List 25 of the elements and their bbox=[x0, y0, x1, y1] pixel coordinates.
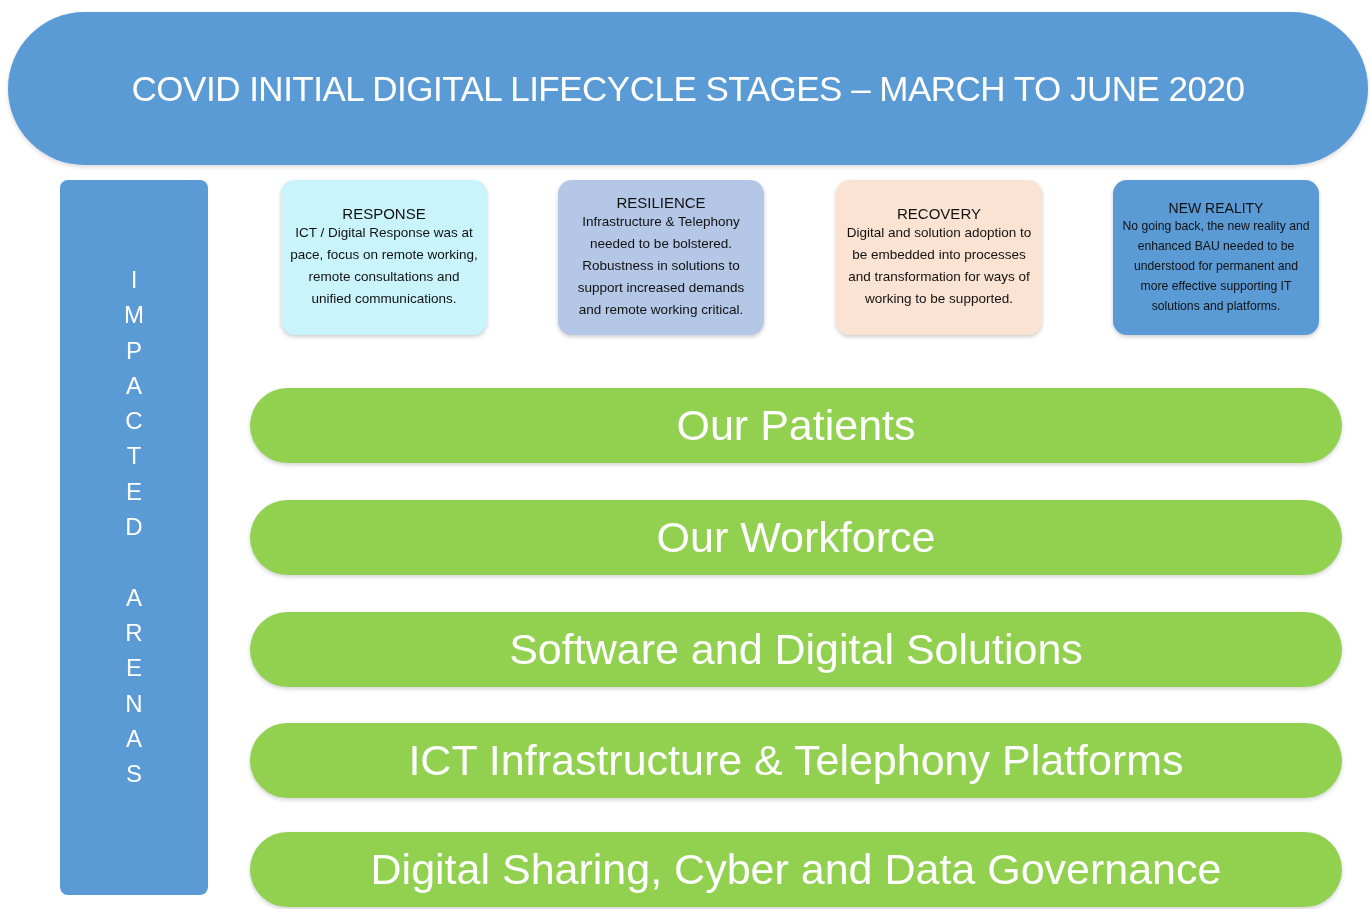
arena-label: Our Patients bbox=[676, 401, 916, 450]
arena-bar bbox=[250, 500, 1342, 575]
vertical-label: IMPACTED ARENAS bbox=[123, 265, 145, 790]
title: COVID INITIAL DIGITAL LIFECYCLE STAGES – MARCH TO JUNE 2020 bbox=[131, 68, 1245, 109]
stage-heading: RECOVERY bbox=[897, 205, 981, 222]
stage-description: ICT / Digital Response was at pace, focus on remote working, remote consultations and unified communications. bbox=[289, 224, 479, 308]
arena-label: Our Workforce bbox=[656, 513, 936, 562]
arena-label: ICT Infrastructure & Telephony Platforms bbox=[408, 736, 1184, 785]
arena-bar bbox=[250, 612, 1342, 687]
stage-box bbox=[836, 180, 1042, 335]
stage-box bbox=[281, 180, 487, 335]
stage-description: Infrastructure & Telephony needed to be bolstered. Robustness in solutions to support increased demands and remote working critical. bbox=[576, 213, 746, 319]
arena-label: Digital Sharing, Cyber and Data Governance bbox=[370, 845, 1222, 894]
side-bar bbox=[60, 180, 208, 895]
stage-box bbox=[1113, 180, 1319, 335]
arena-bar bbox=[250, 723, 1342, 798]
arena-label: Software and Digital Solutions bbox=[509, 625, 1083, 674]
stage-heading: NEW REALITY bbox=[1168, 199, 1264, 216]
stage-description: No going back, the new reality and enhanced BAU needed to be understood for permanent and more effective supporting IT solutions and platforms. bbox=[1121, 217, 1311, 315]
stage-box bbox=[558, 180, 764, 335]
arena-bar bbox=[250, 832, 1342, 907]
stage-heading: RESILIENCE bbox=[616, 194, 706, 211]
stage-description: Digital and solution adoption to be embedded into processes and transformation for ways of working to be supported. bbox=[845, 224, 1033, 308]
arena-bar bbox=[250, 388, 1342, 463]
stage-heading: RESPONSE bbox=[342, 205, 426, 222]
